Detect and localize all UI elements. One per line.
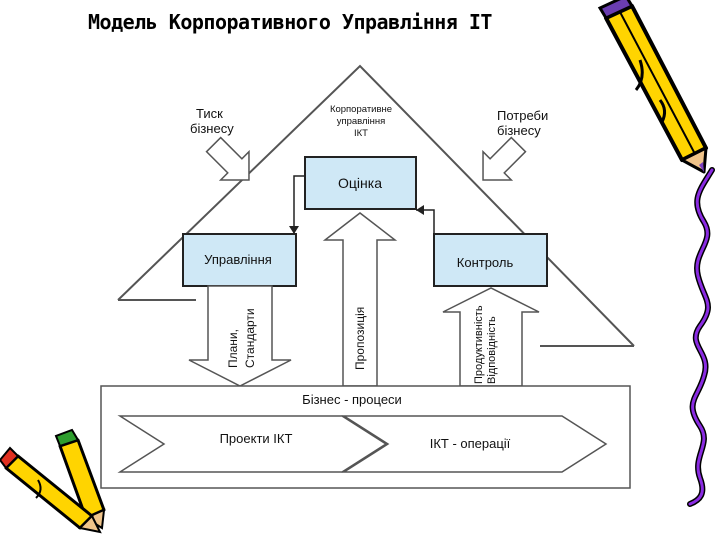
monitor-label: Контроль (457, 255, 514, 270)
page-title: Модель Корпоративного Управління IT (88, 10, 492, 34)
direct-box (182, 233, 297, 287)
evaluate-to-direct-arrowhead (289, 226, 299, 234)
business-needs-label-2: бізнесу (497, 123, 541, 138)
business-pressure-label-2: бізнесу (190, 121, 234, 136)
ict-projects-label: Проекти ІКТ (220, 431, 293, 446)
performance-label-line-2: Відповідність (486, 316, 498, 384)
monitor-to-evaluate-arrowhead (416, 205, 424, 215)
business-pressure-label-1: Тиск (196, 106, 223, 121)
business-processes-label: Бізнес - процеси (302, 392, 402, 407)
plans-label-line-1: Плани, (226, 329, 240, 368)
evaluate-label: Оцінка (338, 175, 382, 191)
proposal-label: Пропозиція (353, 307, 367, 370)
proposal-arrow (322, 212, 398, 387)
direct-label: Управління (204, 252, 272, 267)
apex-label-line-2: управління (337, 116, 386, 127)
evaluate-box (304, 156, 417, 210)
business-needs-arrow (482, 136, 527, 181)
evaluate-to-direct-connector (293, 175, 305, 234)
ict-projects-chevron (117, 415, 388, 473)
ict-operations-chevron (341, 415, 608, 473)
apex-label-line-3: ІКТ (354, 128, 368, 139)
monitor-box (433, 233, 548, 287)
business-needs-label-1: Потреби (497, 108, 548, 123)
plans-standards-arrow (188, 285, 292, 387)
performance-conformance-arrow (442, 287, 540, 387)
monitor-to-evaluate-connector (416, 209, 435, 234)
business-pressure-arrow (205, 136, 250, 181)
ict-operations-label: ІКТ - операції (430, 436, 511, 451)
plans-label-line-2: Стандарти (243, 308, 257, 368)
apex-label-line-1: Корпоративне (330, 104, 392, 115)
performance-label-line-1: Продуктивність (473, 305, 485, 384)
